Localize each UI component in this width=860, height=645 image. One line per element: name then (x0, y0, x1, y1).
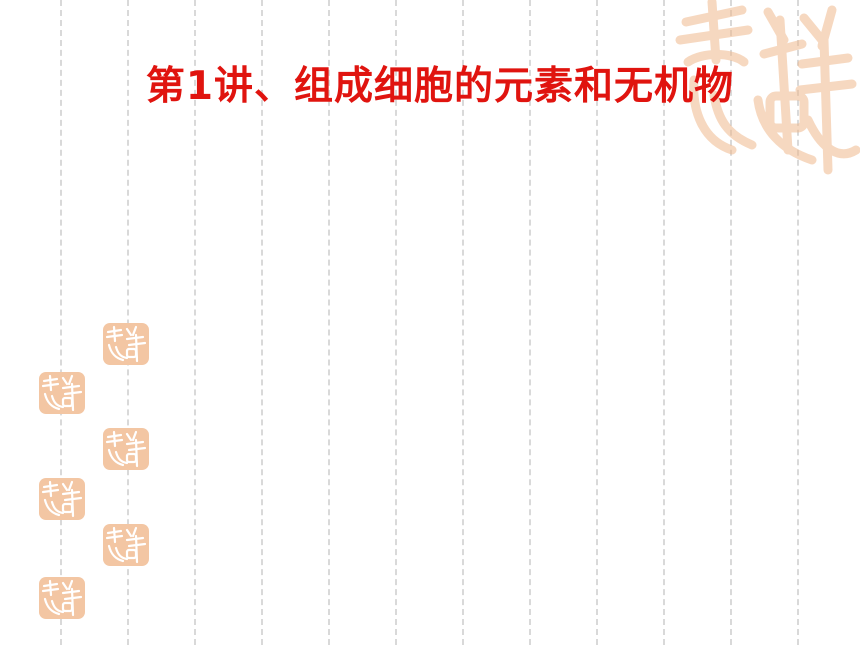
dashed-guide-line (730, 0, 732, 645)
seal-icon (103, 428, 149, 470)
dashed-guide-line (596, 0, 598, 645)
dashed-guide-line (797, 0, 799, 645)
seal-icon (103, 323, 149, 365)
dashed-guide-line (395, 0, 397, 645)
dashed-guide-line (261, 0, 263, 645)
dashed-guide-line (194, 0, 196, 645)
seal-icon (39, 478, 85, 520)
dashed-guide-line (127, 0, 129, 645)
dashed-guide-line (663, 0, 665, 645)
slide-title: 第1讲、组成细胞的元素和无机物 (145, 64, 735, 109)
dashed-guide-line (462, 0, 464, 645)
dashed-guide-line (60, 0, 62, 645)
dashed-guide-line (328, 0, 330, 645)
large-seal-icon (675, 0, 860, 175)
seal-icon (39, 372, 85, 414)
seal-icon (39, 577, 85, 619)
seal-icon (103, 524, 149, 566)
dashed-guide-line (529, 0, 531, 645)
